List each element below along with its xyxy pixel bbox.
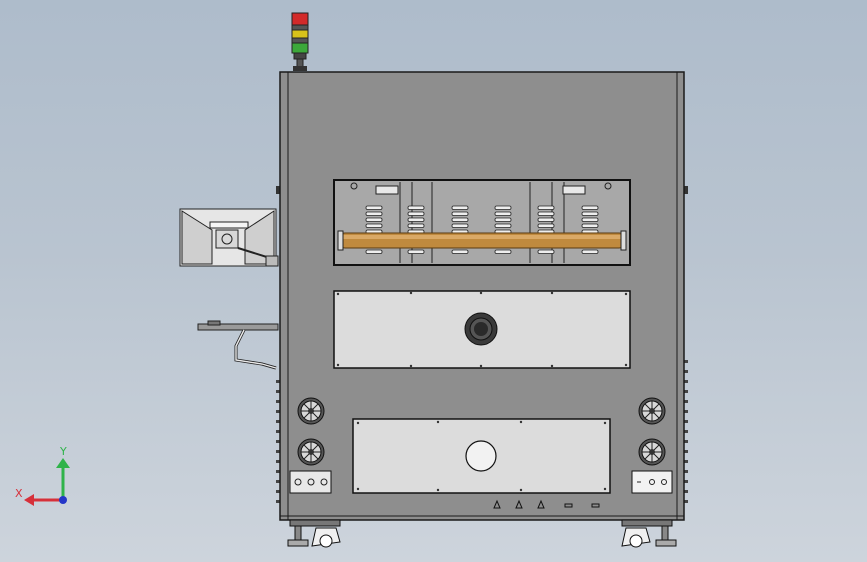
- vent-slot: [407, 211, 425, 216]
- connector-plates: [289, 470, 673, 494]
- side-connectors: [276, 186, 688, 503]
- vent-slot: [451, 211, 469, 216]
- vent-slot: [494, 249, 512, 254]
- left-feeder-upper: [179, 208, 279, 267]
- vent-slot: [451, 217, 469, 222]
- vent-slot: [407, 205, 425, 210]
- vent-slot: [494, 205, 512, 210]
- lower-access-panel: [352, 418, 611, 494]
- vent-slot: [365, 211, 383, 216]
- x-axis-label: X: [15, 487, 23, 500]
- bottom-fittings: [493, 499, 600, 509]
- vent-slot: [365, 217, 383, 222]
- vent-slot: [581, 217, 599, 222]
- vent-slot: [451, 249, 469, 254]
- left-feeder-lower: [197, 320, 279, 370]
- vent-slot: [365, 223, 383, 228]
- vent-slot: [537, 223, 555, 228]
- vent-slot: [537, 211, 555, 216]
- signal-tower: [291, 12, 309, 71]
- vent-slot: [581, 249, 599, 254]
- vent-slot: [365, 249, 383, 254]
- vent-slot: [494, 217, 512, 222]
- vent-slot: [407, 223, 425, 228]
- vent-slot: [581, 205, 599, 210]
- heater-window: [333, 179, 631, 266]
- vent-slot: [451, 223, 469, 228]
- vent-slot: [581, 223, 599, 228]
- vent-slot: [407, 249, 425, 254]
- middle-access-panel: [333, 290, 631, 369]
- coordinate-triad: Y X: [15, 445, 70, 506]
- vent-slot: [365, 205, 383, 210]
- vent-slot: [537, 249, 555, 254]
- y-axis-label: Y: [59, 445, 67, 458]
- cooling-fans: [297, 397, 666, 466]
- vent-slot: [451, 205, 469, 210]
- vent-slot: [537, 217, 555, 222]
- vent-slot: [494, 211, 512, 216]
- vent-slot: [537, 205, 555, 210]
- vent-slot: [407, 217, 425, 222]
- feet-casters: [287, 519, 677, 548]
- z-axis-dot: [59, 496, 67, 504]
- vent-slot: [581, 211, 599, 216]
- vent-slot: [494, 223, 512, 228]
